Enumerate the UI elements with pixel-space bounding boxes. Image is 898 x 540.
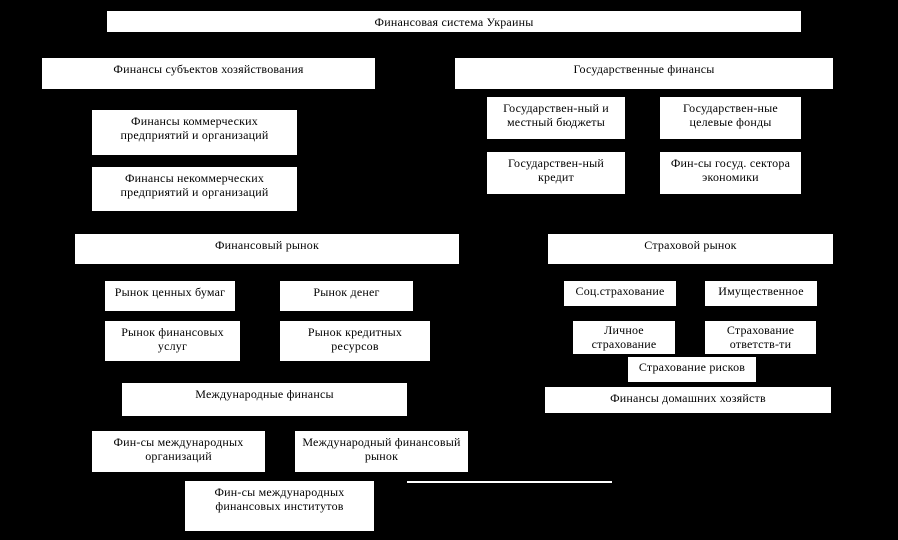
node-securities-market: Рынок ценных бумаг — [105, 281, 235, 311]
node-international-finance: Международные финансы — [122, 383, 407, 416]
node-money-market: Рынок денег — [280, 281, 413, 311]
node-household-finance: Финансы домашних хозяйств — [545, 387, 831, 413]
node-property-insurance: Имущественное — [705, 281, 817, 306]
node-international-financial-market: Международный финансовый рынок — [295, 431, 468, 472]
node-international-financial-institutions-finance: Фин-сы международных финансовых институт… — [185, 481, 374, 531]
node-state-and-local-budgets: Государствен-ный и местный бюджеты — [487, 97, 625, 139]
node-insurance-market: Страховой рынок — [548, 234, 833, 264]
node-financial-market: Финансовый рынок — [75, 234, 459, 264]
node-financial-system-of-ukraine: Финансовая система Украины — [107, 11, 801, 32]
node-financial-services-market: Рынок финансовых услуг — [105, 321, 240, 361]
node-risk-insurance: Страхование рисков — [628, 357, 756, 382]
node-business-entities-finance: Финансы субъектов хозяйствования — [42, 58, 375, 89]
divider-line — [407, 481, 612, 483]
node-commercial-enterprises-finance: Финансы коммерческих предприятий и орган… — [92, 110, 297, 155]
node-noncommercial-enterprises-finance: Финансы некоммерческих предприятий и орг… — [92, 167, 297, 211]
node-state-target-funds: Государствен-ные целевые фонды — [660, 97, 801, 139]
node-liability-insurance: Страхование ответств-ти — [705, 321, 816, 354]
node-personal-insurance: Личное страхование — [573, 321, 675, 354]
node-state-finance: Государственные финансы — [455, 58, 833, 89]
node-state-credit: Государствен-ный кредит — [487, 152, 625, 194]
node-credit-resources-market: Рынок кредитных ресурсов — [280, 321, 430, 361]
node-social-insurance: Соц.страхование — [564, 281, 676, 306]
node-international-organizations-finance: Фин-сы международных организаций — [92, 431, 265, 472]
node-state-sector-finance: Фин-сы госуд. сектора экономики — [660, 152, 801, 194]
